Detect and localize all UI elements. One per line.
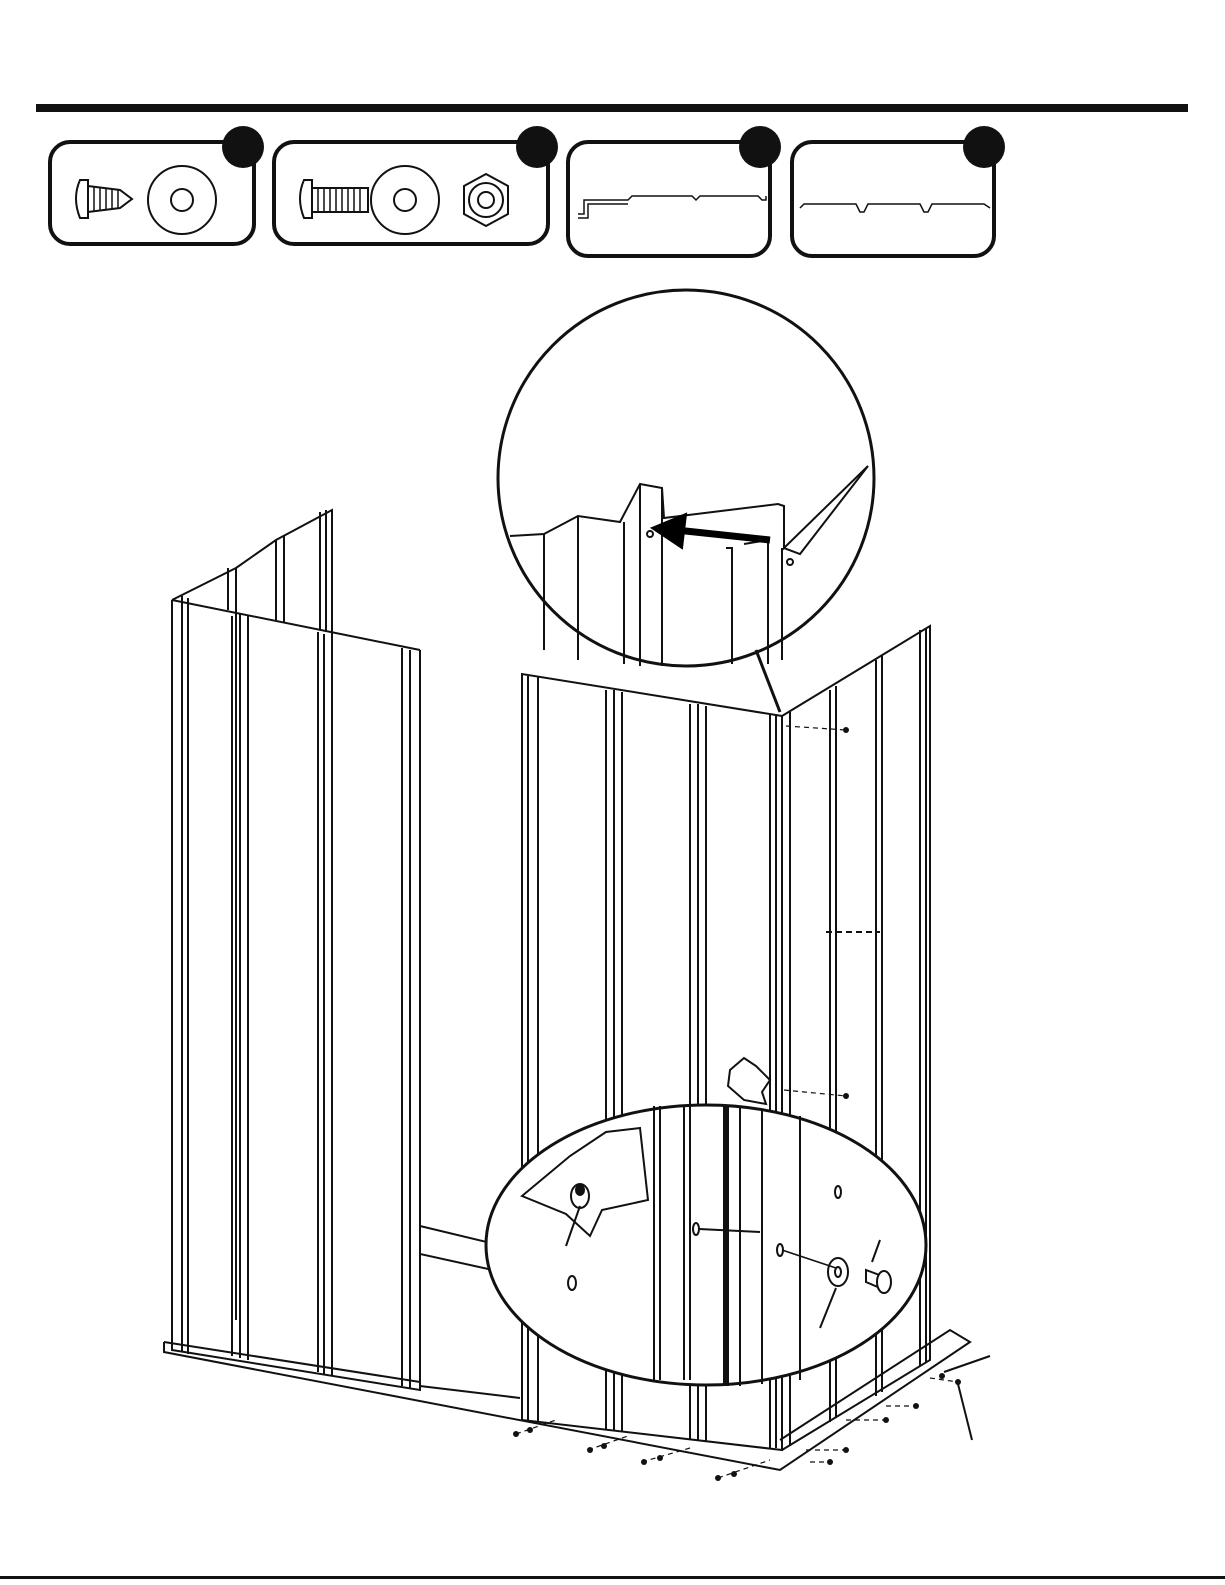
- leader-line: [944, 1356, 990, 1372]
- washer-icon: [371, 166, 439, 234]
- left-wall-section: [172, 510, 420, 1390]
- nut-location-callout: [728, 1058, 770, 1104]
- panel-profile-icon: [578, 196, 766, 218]
- bottom-fastener-detail: [486, 1105, 926, 1386]
- leader-line: [958, 1384, 972, 1440]
- washer-icon: [148, 166, 216, 234]
- panel-profile-icon: [800, 204, 990, 212]
- top-panel-overlap-detail: [498, 290, 874, 712]
- footer-rule: [0, 1576, 1225, 1579]
- hex-nut-icon: [464, 174, 508, 226]
- bolt-icon: [300, 180, 368, 218]
- screw-icon: [76, 180, 132, 218]
